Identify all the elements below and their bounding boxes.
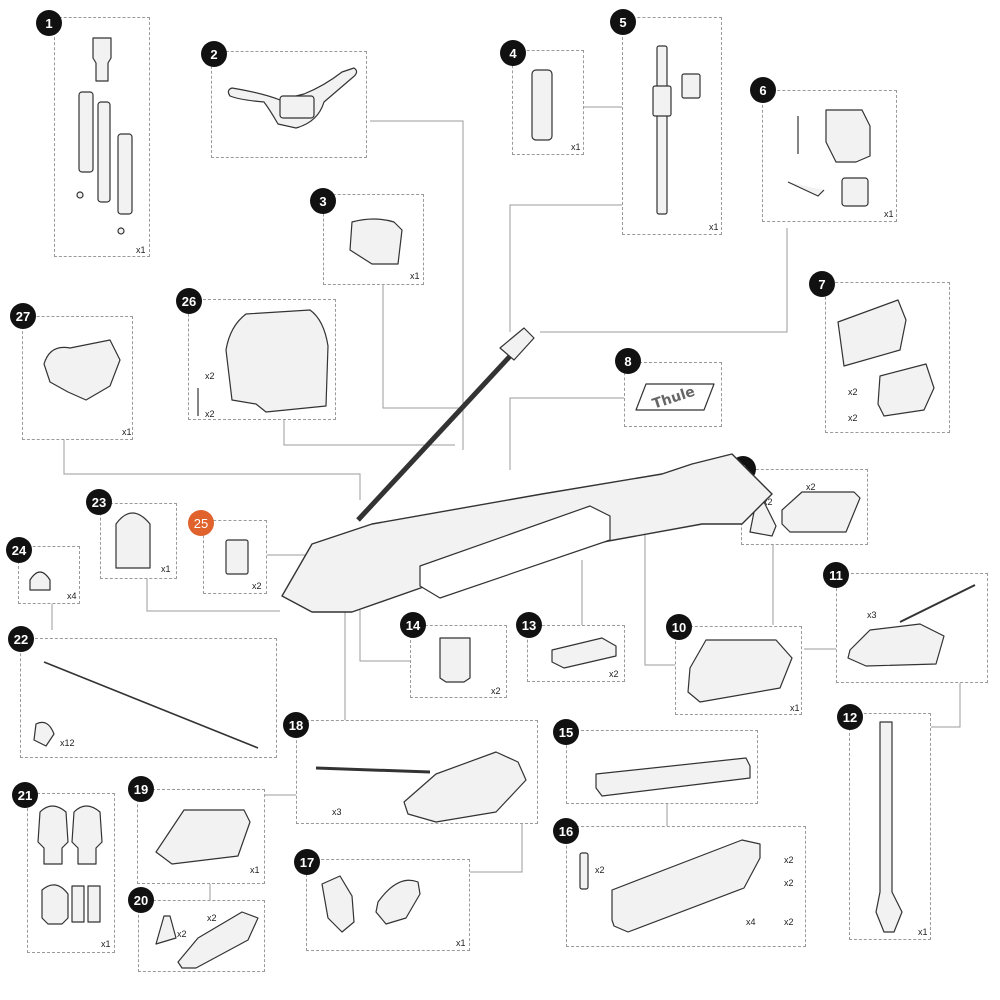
quantity-label: x2	[784, 855, 794, 865]
part-box-2	[211, 51, 367, 158]
part-number-badge: 6	[750, 77, 776, 103]
quantity-label: x2	[763, 497, 773, 507]
quantity-label: x12	[60, 738, 75, 748]
part-number-badge: 11	[823, 562, 849, 588]
part-number-badge: 23	[86, 489, 112, 515]
part-box-14	[410, 625, 507, 698]
quantity-label: x1	[918, 927, 928, 937]
part-box-26	[188, 299, 336, 420]
quantity-label: x1	[136, 245, 146, 255]
quantity-label: x1	[790, 703, 800, 713]
part-box-17	[306, 859, 470, 951]
part-box-6	[762, 90, 897, 222]
quantity-label: x1	[884, 209, 894, 219]
quantity-label: x1	[410, 271, 420, 281]
part-number-badge: 4	[500, 40, 526, 66]
part-box-27	[22, 316, 133, 440]
quantity-label: x2	[848, 413, 858, 423]
part-number-badge: 27	[10, 303, 36, 329]
part-number-badge: 20	[128, 887, 154, 913]
part-box-10	[675, 626, 802, 715]
part-number-badge: 1	[36, 10, 62, 36]
part-box-15	[566, 730, 758, 804]
part-number-badge: 13	[516, 612, 542, 638]
part-box-20	[138, 900, 265, 972]
part-number-badge: 5	[610, 9, 636, 35]
quantity-label: x2	[205, 409, 215, 419]
part-box-1	[54, 17, 150, 257]
quantity-label: x3	[332, 807, 342, 817]
quantity-label: x2	[806, 482, 816, 492]
quantity-label: x1	[250, 865, 260, 875]
part-box-5	[622, 17, 722, 235]
quantity-label: x2	[491, 686, 501, 696]
part-box-12	[849, 713, 931, 940]
part-number-badge: 16	[553, 818, 579, 844]
part-box-13	[527, 625, 625, 682]
quantity-label: x1	[709, 222, 719, 232]
part-number-badge: 14	[400, 612, 426, 638]
part-number-badge: 26	[176, 288, 202, 314]
part-box-22	[20, 638, 277, 758]
quantity-label: x2	[205, 371, 215, 381]
part-number-badge: 12	[837, 704, 863, 730]
part-number-badge: 15	[553, 719, 579, 745]
part-number-badge: 7	[809, 271, 835, 297]
part-number-badge: 19	[128, 776, 154, 802]
part-number-badge: 22	[8, 626, 34, 652]
quantity-label: x1	[456, 938, 466, 948]
part-box-7	[825, 282, 950, 433]
part-box-18	[296, 720, 538, 824]
part-box-21	[27, 793, 115, 953]
part-box-16	[566, 826, 806, 947]
quantity-label: x4	[67, 591, 77, 601]
part-box-4	[512, 50, 584, 155]
part-number-badge: 2	[201, 41, 227, 67]
part-number-badge-highlighted: 25	[188, 510, 214, 536]
quantity-label: x2	[609, 669, 619, 679]
quantity-label: x1	[101, 939, 111, 949]
part-box-24	[18, 546, 80, 604]
quantity-label: x1	[122, 427, 132, 437]
quantity-label: x2	[784, 878, 794, 888]
quantity-label: x3	[867, 610, 877, 620]
part-box-11	[836, 573, 988, 683]
quantity-label: x2	[595, 865, 605, 875]
part-box-8	[624, 362, 722, 427]
part-box-19	[137, 789, 265, 884]
quantity-label: x1	[161, 564, 171, 574]
part-number-badge: 24	[6, 537, 32, 563]
part-number-badge: 18	[283, 712, 309, 738]
quantity-label: x2	[784, 917, 794, 927]
quantity-label: x2	[848, 387, 858, 397]
part-number-badge: 21	[12, 782, 38, 808]
quantity-label: x2	[252, 581, 262, 591]
quantity-label: x2	[177, 929, 187, 939]
part-box-23	[100, 503, 177, 579]
part-box-25	[203, 520, 267, 594]
part-number-badge: 3	[310, 188, 336, 214]
part-number-badge: 10	[666, 614, 692, 640]
quantity-label: x4	[746, 917, 756, 927]
quantity-label: x2	[207, 913, 217, 923]
part-box-3	[323, 194, 424, 285]
quantity-label: x1	[571, 142, 581, 152]
part-number-badge: 8	[615, 348, 641, 374]
part-number-badge: 17	[294, 849, 320, 875]
